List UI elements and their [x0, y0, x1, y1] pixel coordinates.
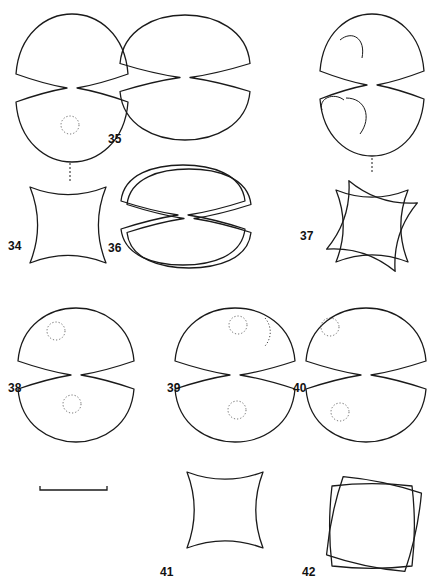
figure-number: 39	[167, 382, 180, 394]
cell-outline	[120, 15, 250, 140]
cell-outline	[127, 169, 251, 268]
cell-outline	[327, 181, 418, 272]
cell-outline	[265, 318, 270, 346]
view-link	[372, 158, 373, 174]
figure-number: 34	[8, 240, 21, 252]
scale-bar-line	[40, 486, 107, 490]
cell-outline	[330, 484, 415, 569]
cell-outline	[320, 14, 424, 156]
cell-outline	[175, 308, 295, 442]
chloroplast-pyrenoids	[47, 116, 349, 421]
pyrenoid	[229, 316, 247, 334]
pyrenoid	[61, 116, 79, 134]
cell-outline	[336, 190, 408, 262]
figure-number: 35	[108, 133, 121, 145]
figure-number: 40	[293, 382, 306, 394]
figure-number: 37	[300, 230, 313, 242]
cell-outline	[346, 98, 366, 134]
cell-outline	[187, 472, 263, 548]
cell-outline	[306, 308, 426, 442]
figure-number: 41	[160, 566, 173, 578]
view-link	[70, 163, 71, 181]
cell-outline	[340, 36, 363, 58]
figure-number: 38	[8, 382, 21, 394]
figure-number: 42	[302, 566, 315, 578]
cell-outline	[18, 308, 134, 442]
pyrenoid	[63, 395, 81, 413]
cell-outline	[324, 474, 425, 575]
pyrenoid	[331, 403, 349, 421]
scale-bar	[40, 486, 107, 490]
cell-outline	[30, 187, 106, 263]
pyrenoid	[321, 318, 339, 336]
pyrenoid	[228, 401, 246, 419]
cell-outline	[321, 96, 344, 110]
figure-number: 36	[108, 242, 121, 254]
cell-outline	[16, 14, 128, 162]
cell-outline	[121, 165, 245, 265]
cell-outlines	[16, 14, 426, 574]
view-connectors	[70, 158, 372, 181]
pyrenoid	[47, 322, 65, 340]
